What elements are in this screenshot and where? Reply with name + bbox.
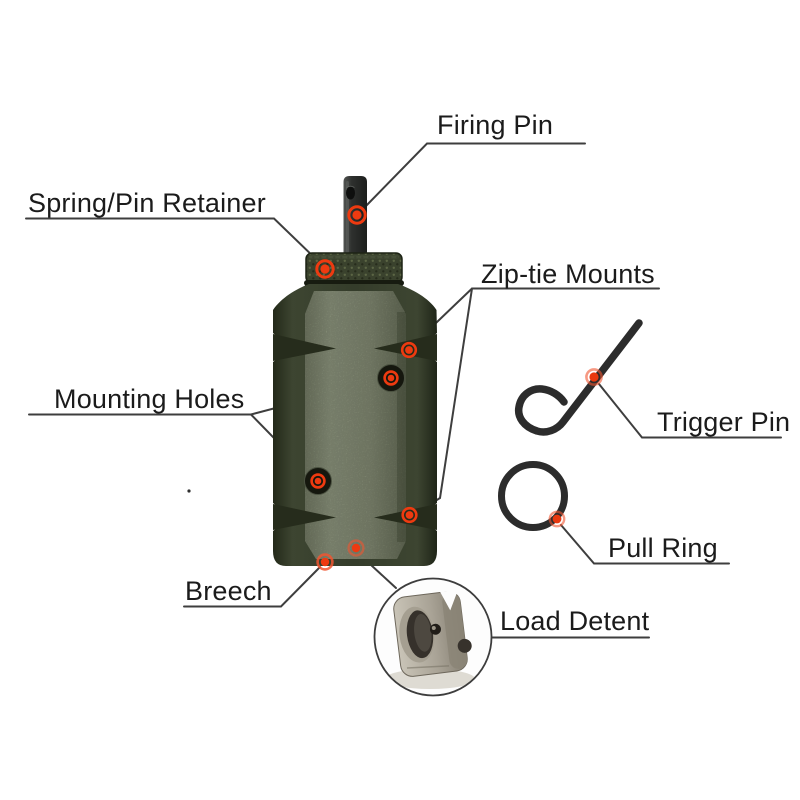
- mounting-hole-lower: [304, 467, 332, 495]
- zip-tie-groove-wedges: [273, 334, 437, 530]
- ziptie-marker-lower: [401, 506, 418, 524]
- label-pull-ring: Pull Ring: [608, 533, 718, 563]
- label-firing-pin: Firing Pin: [437, 110, 554, 140]
- trigger-pin-marker: [585, 368, 603, 386]
- label-breech: Breech: [185, 576, 272, 606]
- label-spring-pin-retainer: Spring/Pin Retainer: [28, 188, 266, 218]
- ziptie-marker-upper: [400, 341, 418, 359]
- firing-pin-leader: [362, 142, 586, 210]
- label-zip-tie-mounts: Zip-tie Mounts: [481, 259, 655, 289]
- spring-pin-retainer-graphic: [304, 252, 404, 286]
- mounting-hole-upper: [377, 364, 405, 392]
- firing-pin-marker: [347, 205, 367, 225]
- device-graphic: [273, 176, 437, 566]
- pull-ring-graphic: [498, 461, 568, 531]
- label-load-detent: Load Detent: [500, 606, 650, 636]
- trigger-leader: [598, 383, 782, 439]
- label-trigger-pin: Trigger Pin: [657, 407, 791, 437]
- callout-markers: [315, 205, 603, 571]
- load-detent-marker: [347, 539, 365, 557]
- retainer-marker: [315, 259, 335, 279]
- breech-marker: [316, 553, 334, 571]
- breech-closeup-photo: [373, 577, 493, 697]
- breech-leader: [183, 566, 321, 608]
- label-mounting-holes: Mounting Holes: [54, 384, 245, 414]
- pull-ring-marker: [548, 510, 566, 528]
- print-artifact-dot: [187, 489, 191, 493]
- ziptie-leader-upper: [413, 287, 660, 345]
- pull-ring-leader: [560, 524, 730, 565]
- retainer-leader: [25, 217, 320, 263]
- trigger-pin-graphic: [514, 319, 643, 436]
